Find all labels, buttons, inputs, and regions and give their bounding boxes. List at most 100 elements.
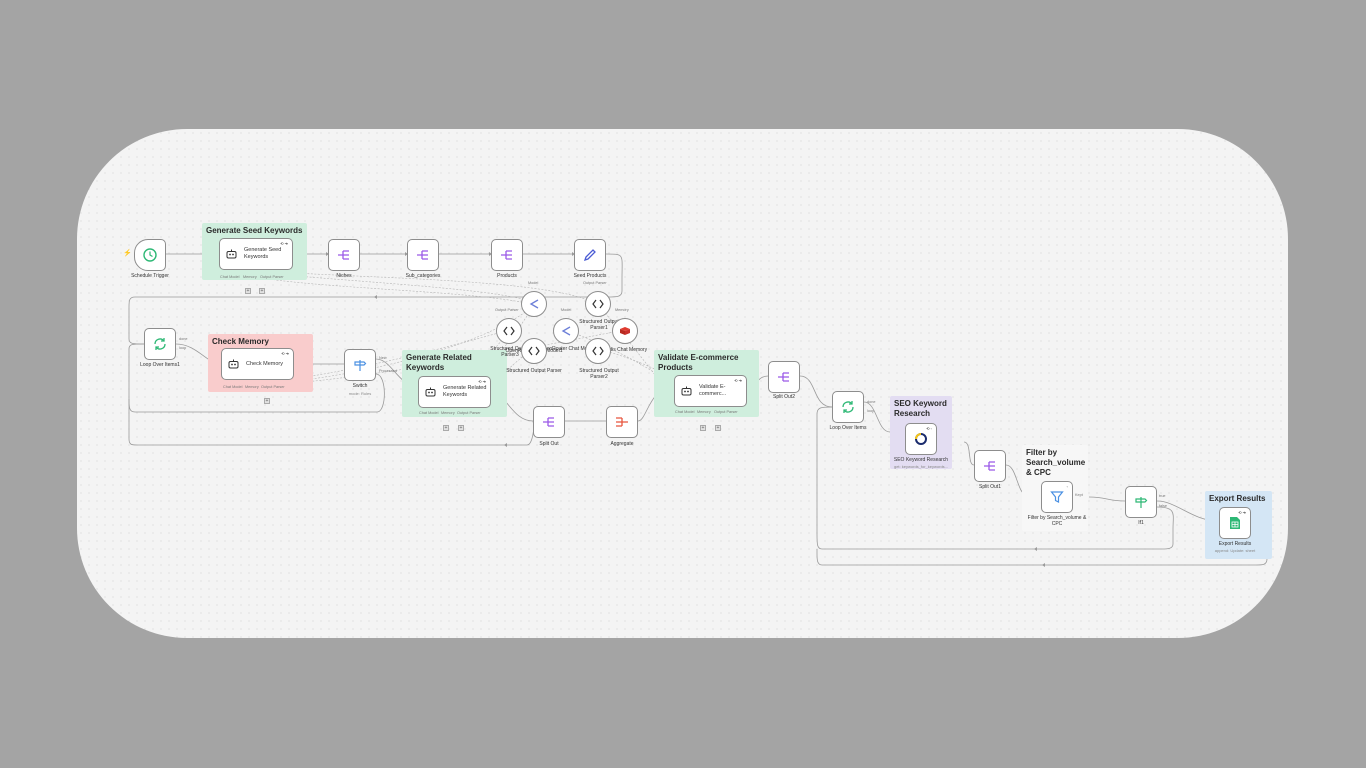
structured-output-parser2-node[interactable]	[585, 338, 611, 364]
trigger-bolt-icon: ⚡	[123, 250, 132, 257]
aggregate-label: Aggregate	[610, 441, 634, 447]
switch-label: Switch	[352, 383, 368, 389]
related-keywords-agent-node[interactable]: Generate Related Keywords ⟲ ➔	[418, 376, 491, 408]
loop-over-items-node[interactable]	[832, 391, 864, 423]
port-output-parser: Output Parser	[260, 275, 284, 279]
code-brackets-icon	[591, 344, 605, 358]
products-node[interactable]	[491, 239, 523, 271]
split-icon	[335, 246, 353, 264]
structured-output-parser3-node[interactable]	[496, 318, 522, 344]
add-model-button[interactable]: +	[245, 288, 251, 294]
validate-agent-node[interactable]: Validate E-commerc... ⟲ ➔	[674, 375, 747, 407]
split-out-node[interactable]	[533, 406, 565, 438]
schedule-trigger-node[interactable]	[134, 239, 166, 271]
node-run-icon: ⟲ ➔	[1238, 510, 1246, 515]
split-icon	[414, 246, 432, 264]
note-title: SEO Keyword Research	[894, 399, 947, 418]
aggregate-icon	[613, 413, 631, 431]
port-new: New	[379, 356, 387, 360]
port-output-parser: Output Parser	[457, 411, 481, 415]
add-model-button[interactable]: +	[443, 425, 449, 431]
add-model-button[interactable]: +	[700, 425, 706, 431]
signpost-icon	[1132, 493, 1150, 511]
seo-sub: get: keywords_for_keywords...	[893, 464, 949, 469]
split-out1-label: Split Out1	[979, 484, 1001, 490]
loop-over-items1-node[interactable]	[144, 328, 176, 360]
products-label: Products	[497, 273, 517, 279]
port-true: true	[1159, 494, 1166, 498]
export-sub: append: Update: sheet	[1214, 548, 1256, 553]
niches-label: Niches	[336, 273, 352, 279]
if1-label: If1	[1138, 520, 1144, 526]
node-run-icon: ⟲ ➔	[281, 351, 289, 356]
openrouter-chat-model-node[interactable]	[553, 318, 579, 344]
seed-keywords-agent-node[interactable]: Generate Seed Keywords ⟲ ➔	[219, 238, 293, 270]
loop-icon	[839, 398, 857, 416]
port-loop: loop	[867, 409, 875, 413]
node-status-icon: ◦	[1066, 484, 1068, 489]
code-brackets-icon	[591, 297, 605, 311]
port-output-parser: Output Parser	[261, 385, 285, 389]
workflow-canvas[interactable]: Generate Seed Keywords Check Memory Gene…	[77, 129, 1288, 638]
robot-icon	[225, 248, 237, 260]
structured-output-parser1-node[interactable]	[585, 291, 611, 317]
port-model-label: Model	[561, 308, 572, 312]
switch-sub: mode: Rules	[348, 391, 372, 396]
port-chat-model: Chat Model	[223, 385, 243, 389]
add-parser-button[interactable]: +	[458, 425, 464, 431]
note-title: Export Results	[1209, 494, 1266, 503]
agent-label: Generate Related Keywords	[443, 385, 487, 398]
loop-over-items1-label: Loop Over Items1	[140, 362, 180, 368]
switch-node[interactable]	[344, 349, 376, 381]
split-icon	[540, 413, 558, 431]
sub-categories-label: Sub_categories	[405, 273, 441, 279]
structured-output-parser-node[interactable]	[521, 338, 547, 364]
schedule-trigger-label: Schedule Trigger	[131, 273, 169, 279]
port-chat-model: Chat Model	[675, 410, 695, 414]
seo-keyword-research-node[interactable]: ⟲ ◦	[905, 423, 937, 455]
port-kept: Kept	[1075, 493, 1083, 497]
port-processed: Processed	[379, 369, 397, 373]
split-out1-node[interactable]	[974, 450, 1006, 482]
check-memory-agent-node[interactable]: Check Memory ⟲ ➔	[221, 348, 294, 380]
if1-node[interactable]	[1125, 486, 1157, 518]
structured-output-parser1-label: Structured Output Parser1	[579, 319, 619, 331]
agent-label: Generate Seed Keywords	[244, 247, 282, 260]
seed-products-label: Seed Products	[573, 273, 607, 279]
aggregate-node[interactable]	[606, 406, 638, 438]
sub-categories-node[interactable]	[407, 239, 439, 271]
port-memory: Memory	[245, 385, 259, 389]
seo-keyword-research-label: SEO Keyword Research	[893, 457, 949, 463]
agent-label: Check Memory	[246, 361, 283, 367]
node-run-icon: ⟲ ➔	[280, 241, 288, 246]
port-loop: loop	[179, 346, 187, 350]
robot-icon	[424, 386, 436, 398]
split-out-label: Split Out	[539, 441, 559, 447]
split-icon	[498, 246, 516, 264]
niches-node[interactable]	[328, 239, 360, 271]
seed-products-node[interactable]	[574, 239, 606, 271]
port-done: done	[867, 400, 876, 404]
add-memory-button[interactable]: +	[264, 398, 270, 404]
node-run-icon: ⟲ ◦	[926, 426, 932, 431]
agent-label: Validate E-commerc...	[699, 384, 727, 397]
structured-output-parser2-label: Structured Output Parser2	[579, 368, 619, 380]
split-icon	[775, 368, 793, 386]
add-parser-button[interactable]: +	[259, 288, 265, 294]
openrouter-chat-model1-node[interactable]	[521, 291, 547, 317]
add-parser-button[interactable]: +	[715, 425, 721, 431]
google-sheets-icon	[1226, 514, 1244, 532]
filter-icon	[1048, 488, 1066, 506]
redis-chat-memory-node[interactable]	[612, 318, 638, 344]
port-chat-model: Chat Model	[419, 411, 439, 415]
port-done: done	[179, 337, 188, 341]
port-memory-label: Memory	[615, 308, 629, 312]
export-results-node[interactable]: ⟲ ➔	[1219, 507, 1251, 539]
note-title: Generate Seed Keywords	[206, 226, 303, 235]
split-out2-node[interactable]	[768, 361, 800, 393]
filter-node[interactable]: ◦	[1041, 481, 1073, 513]
split-icon	[981, 457, 999, 475]
port-output-parser: Output Parser	[714, 410, 738, 414]
code-brackets-icon	[527, 344, 541, 358]
note-title: Check Memory	[212, 337, 269, 346]
